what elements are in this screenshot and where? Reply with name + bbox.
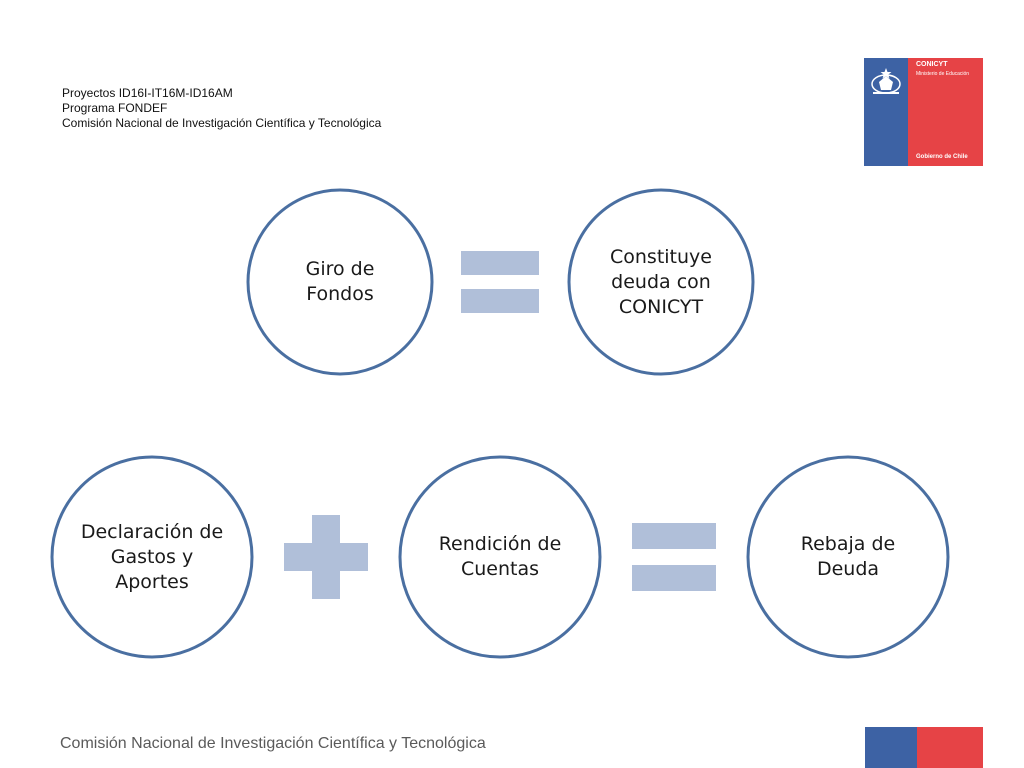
- logo-subtitle: Ministerio de Educación: [916, 71, 970, 77]
- logo-government: Gobierno de Chile: [916, 154, 968, 160]
- circle-rendicion: [398, 455, 602, 659]
- footer-blue-block: [865, 727, 917, 768]
- header-program-line: Programa FONDEF: [62, 101, 168, 115]
- slide-header: Proyectos ID16I-IT16M-ID16AM Programa FO…: [62, 86, 381, 131]
- footer-commission-name: Comisión Nacional de Investigación Cient…: [60, 735, 486, 752]
- coat-of-arms-icon: [871, 68, 901, 94]
- logo-name: CONICYT: [916, 61, 948, 68]
- circle-giro: [246, 188, 434, 376]
- equals-sign-top-bar-upper: [461, 251, 539, 275]
- logo-red-panel: CONICYT Ministerio de Educación Gobierno…: [908, 58, 983, 166]
- plus-sign-vertical: [312, 515, 340, 599]
- footer-flag-bar: [865, 727, 983, 768]
- conicyt-logo: CONICYT Ministerio de Educación Gobierno…: [864, 58, 983, 166]
- circle-declaracion: [50, 455, 254, 659]
- logo-blue-panel: [864, 58, 908, 166]
- circle-rebaja: [746, 455, 950, 659]
- equals-sign-bottom-bar-upper: [632, 523, 716, 549]
- header-project-line: Proyectos ID16I-IT16M-ID16AM: [62, 86, 233, 100]
- equals-sign-top-bar-lower: [461, 289, 539, 313]
- equals-sign-bottom-bar-lower: [632, 565, 716, 591]
- circle-constituye: [567, 188, 755, 376]
- header-commission-line: Comisión Nacional de Investigación Cient…: [62, 116, 382, 130]
- footer-red-block: [917, 727, 983, 768]
